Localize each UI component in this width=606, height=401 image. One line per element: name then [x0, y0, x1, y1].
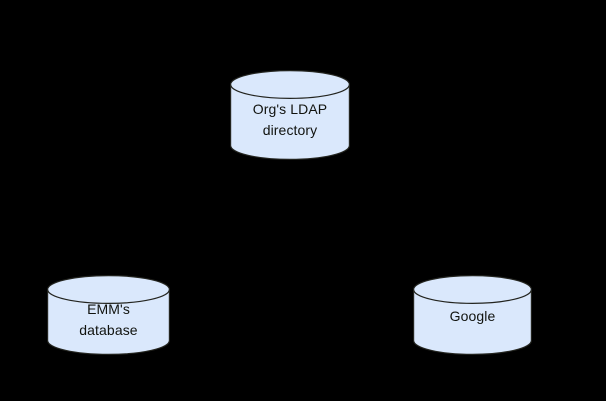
cylinder-shape-emm-database	[47, 275, 170, 355]
cylinder-shape-google	[413, 275, 532, 355]
node-emm-database[interactable]: EMM's database	[47, 275, 170, 355]
node-org-ldap-directory[interactable]: Org's LDAP directory	[230, 70, 350, 160]
cylinder-shape-org-ldap-directory	[230, 70, 350, 160]
node-google[interactable]: Google	[413, 275, 532, 355]
